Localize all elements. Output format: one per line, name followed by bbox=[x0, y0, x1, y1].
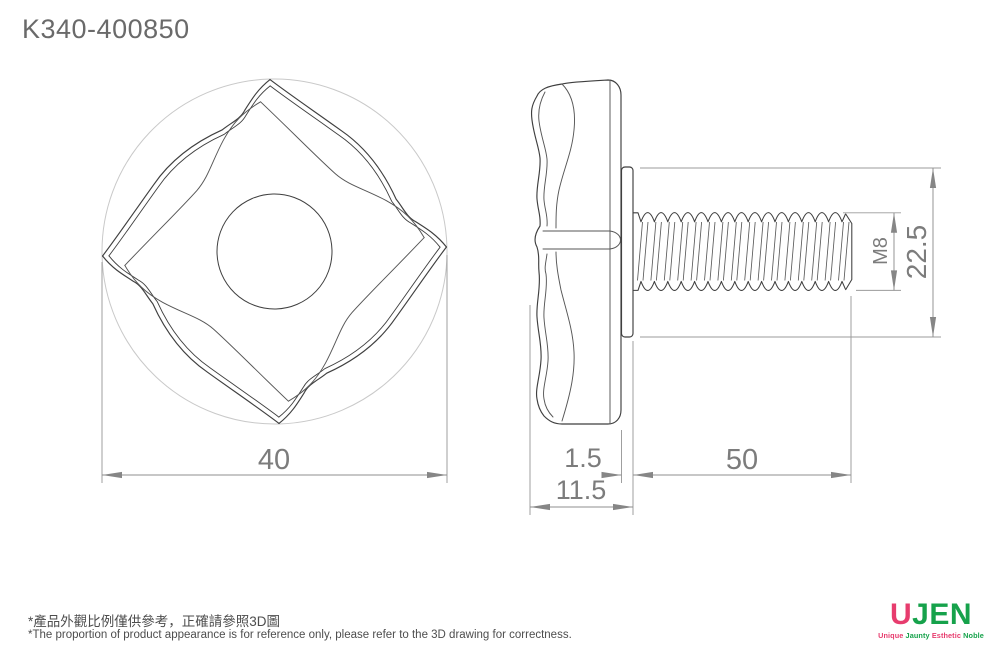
thread-tip-chamfer bbox=[845, 213, 853, 291]
ujen-logo: UJEN Unique Jaunty Esthetic Noble bbox=[876, 600, 986, 641]
dimension-arrows bbox=[102, 168, 937, 511]
knob-profile-outline bbox=[530, 79, 622, 425]
tagline-word-esthetic: Esthetic bbox=[931, 631, 961, 640]
knob-outer-contour bbox=[97, 74, 452, 429]
dim-flange-diameter: 22.5 bbox=[901, 225, 932, 280]
flange-washer bbox=[620, 166, 634, 338]
dim-hub-depth: 11.5 bbox=[556, 475, 607, 505]
note-english: *The proportion of product appearance is… bbox=[28, 629, 572, 641]
front-view-knob bbox=[97, 74, 452, 429]
thread-flank-lines bbox=[637, 221, 850, 281]
center-boss-circle bbox=[216, 193, 333, 310]
extension-lines bbox=[101, 167, 941, 515]
knob-waist-cap bbox=[542, 230, 621, 250]
thread-top-profile bbox=[633, 212, 846, 223]
thread-bottom-profile bbox=[633, 280, 846, 291]
knob-face-boundary-line bbox=[555, 83, 575, 422]
dim-thread-spec: M8 bbox=[870, 237, 892, 265]
tagline-word-jaunty: Jaunty bbox=[905, 631, 930, 640]
ujen-logo-tagline: Unique Jaunty Esthetic Noble bbox=[876, 631, 986, 640]
dim-thread-length: 50 bbox=[726, 444, 758, 476]
dim-flange-thickness: 1.5 bbox=[564, 443, 602, 473]
note-chinese: *產品外觀比例僅供參考，正確請參照3D圖 bbox=[28, 614, 281, 629]
tagline-word-unique: Unique bbox=[878, 631, 904, 640]
side-view-knob-and-screw bbox=[530, 79, 853, 425]
dim-knob-diameter: 40 bbox=[258, 444, 290, 476]
knob-face-contour bbox=[120, 97, 429, 406]
phantom-circle bbox=[101, 78, 448, 425]
knob-profile-inner-offset bbox=[538, 91, 554, 418]
logo-letters-jen: JEN bbox=[912, 598, 973, 631]
tagline-word-noble: Noble bbox=[963, 631, 984, 640]
part-number-title: K340-400850 bbox=[22, 14, 190, 44]
knob-inner-offset-contour bbox=[104, 81, 445, 422]
logo-letter-u: U bbox=[889, 598, 913, 631]
dimensions: 40 1.5 50 11.5 22.5 M8 bbox=[101, 167, 941, 515]
ujen-logo-wordmark: UJEN bbox=[876, 600, 986, 630]
threaded-stud bbox=[633, 212, 853, 291]
